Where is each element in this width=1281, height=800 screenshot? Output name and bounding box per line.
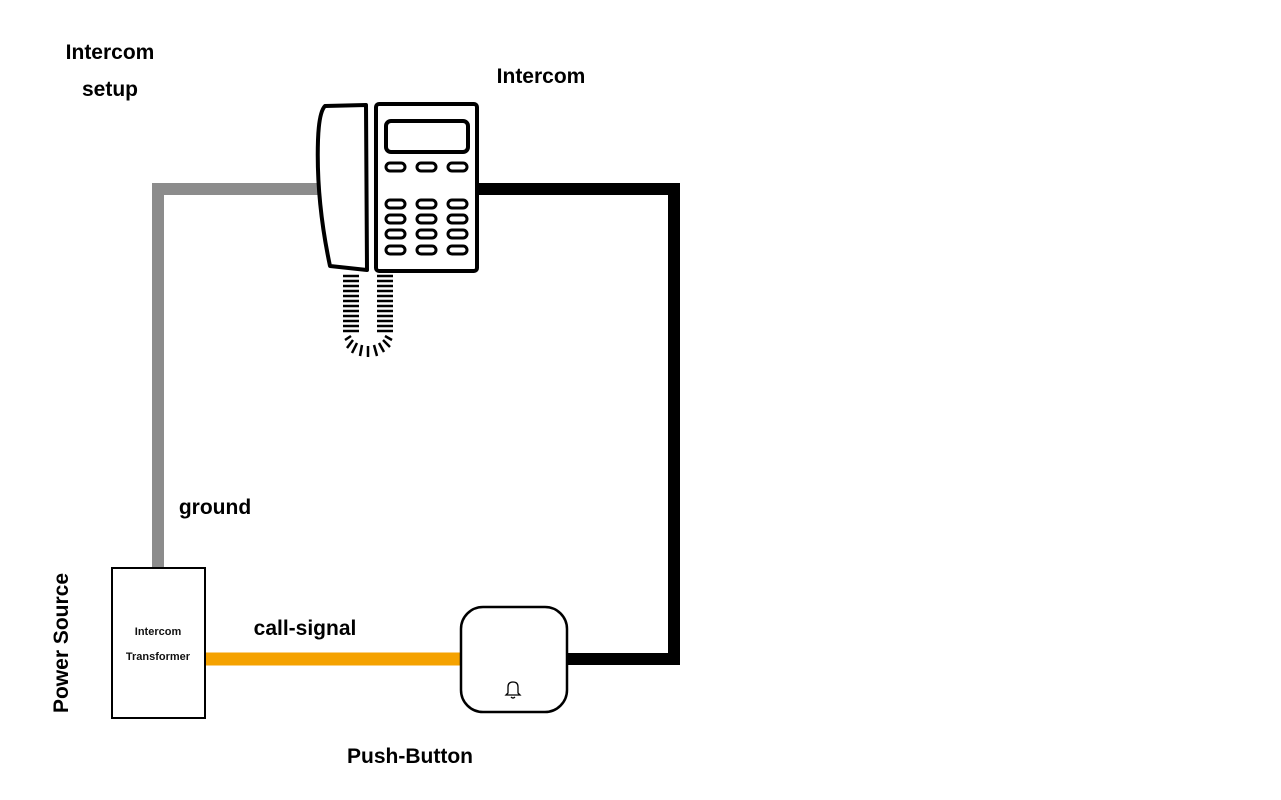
transformer-label-2: Transformer xyxy=(126,651,191,663)
ground-label: ground xyxy=(179,496,251,519)
phone-icon xyxy=(315,102,479,357)
coiled-cord xyxy=(343,274,393,357)
push-button-label: Push-Button xyxy=(347,745,473,768)
call-signal-label: call-signal xyxy=(254,617,357,640)
title-line-1: Intercom xyxy=(66,41,155,64)
intercom-label: Intercom xyxy=(497,65,586,88)
return-wire xyxy=(478,183,680,665)
power-source-label: Power Source xyxy=(50,573,73,713)
push-button[interactable] xyxy=(459,605,569,714)
transformer-label-1: Intercom xyxy=(135,626,182,638)
title-line-2: setup xyxy=(82,78,138,101)
ground-wire xyxy=(152,183,318,567)
bell-icon xyxy=(504,681,522,699)
intercom-transformer xyxy=(111,567,206,719)
